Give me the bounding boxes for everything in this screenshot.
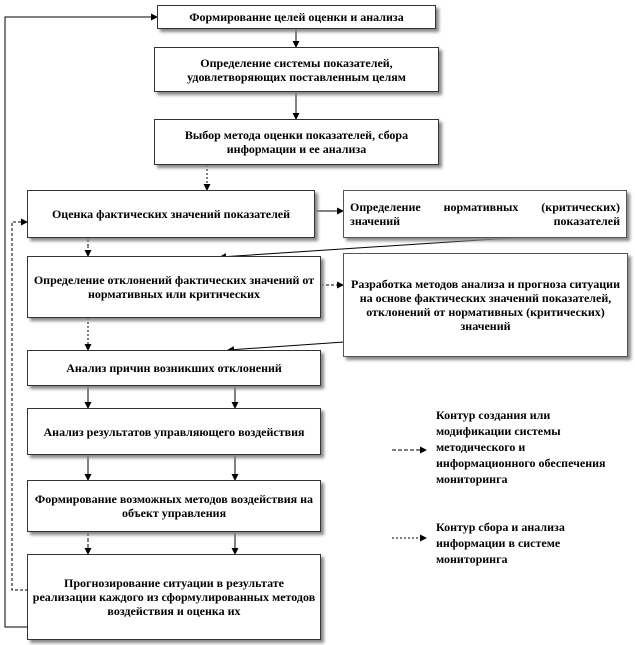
box-actual-values-text: Оценка фактических значений показателей [51, 207, 291, 221]
box-goals-text: Формирование целей оценки и анализа [189, 10, 404, 24]
box-impact-methods-text: Формирование возможных методов воздейств… [34, 492, 314, 520]
legend-item-dashed: Контур создания или модификации системы … [436, 408, 606, 486]
box-forecasting-text: Прогнозирование ситуации в результате ре… [32, 576, 316, 618]
box-analysis-methods: Разработка методов анализа и прогноза си… [343, 253, 628, 357]
arrow-b5-b6 [219, 237, 511, 261]
box-cause-analysis: Анализ причин возникших отклонений [27, 350, 321, 386]
box-goals: Формирование целей оценки и анализа [157, 5, 436, 29]
box-method-choice-text: Выбор метода оценки показателей, сбора и… [184, 128, 409, 156]
box-cause-analysis-text: Анализ причин возникших отклонений [66, 361, 282, 375]
legend-item-dotted: Контур сбора и анализа информации в сист… [436, 520, 565, 566]
box-impact-methods: Формирование возможных методов воздейств… [27, 480, 321, 532]
box-analysis-methods-text: Разработка методов анализа и прогноза си… [350, 277, 620, 333]
box-method-choice: Выбор метода оценки показателей, сбора и… [154, 119, 439, 165]
box-forecasting: Прогнозирование ситуации в результате ре… [27, 554, 321, 640]
box-actual-values: Оценка фактических значений показателей [27, 190, 315, 238]
box-control-results-text: Анализ результатов управляющего воздейст… [43, 424, 305, 439]
box-control-results: Анализ результатов управляющего воздейст… [27, 408, 321, 455]
feedback-loop-solid [4, 13, 158, 628]
feedback-loop-dashed [11, 218, 28, 591]
box-deviations-text: Определение отклонений фактических значе… [33, 273, 315, 301]
box-indicator-system: Определение системы показателей, удовлет… [154, 47, 439, 92]
box-normative-values: Определение нормативных (критических) зн… [343, 190, 627, 238]
box-deviations: Определение отклонений фактических значе… [27, 256, 321, 318]
box-normative-values-text: Определение нормативных (критических) зн… [350, 200, 620, 228]
box-indicator-system-text: Определение системы показателей, удовлет… [187, 55, 406, 84]
